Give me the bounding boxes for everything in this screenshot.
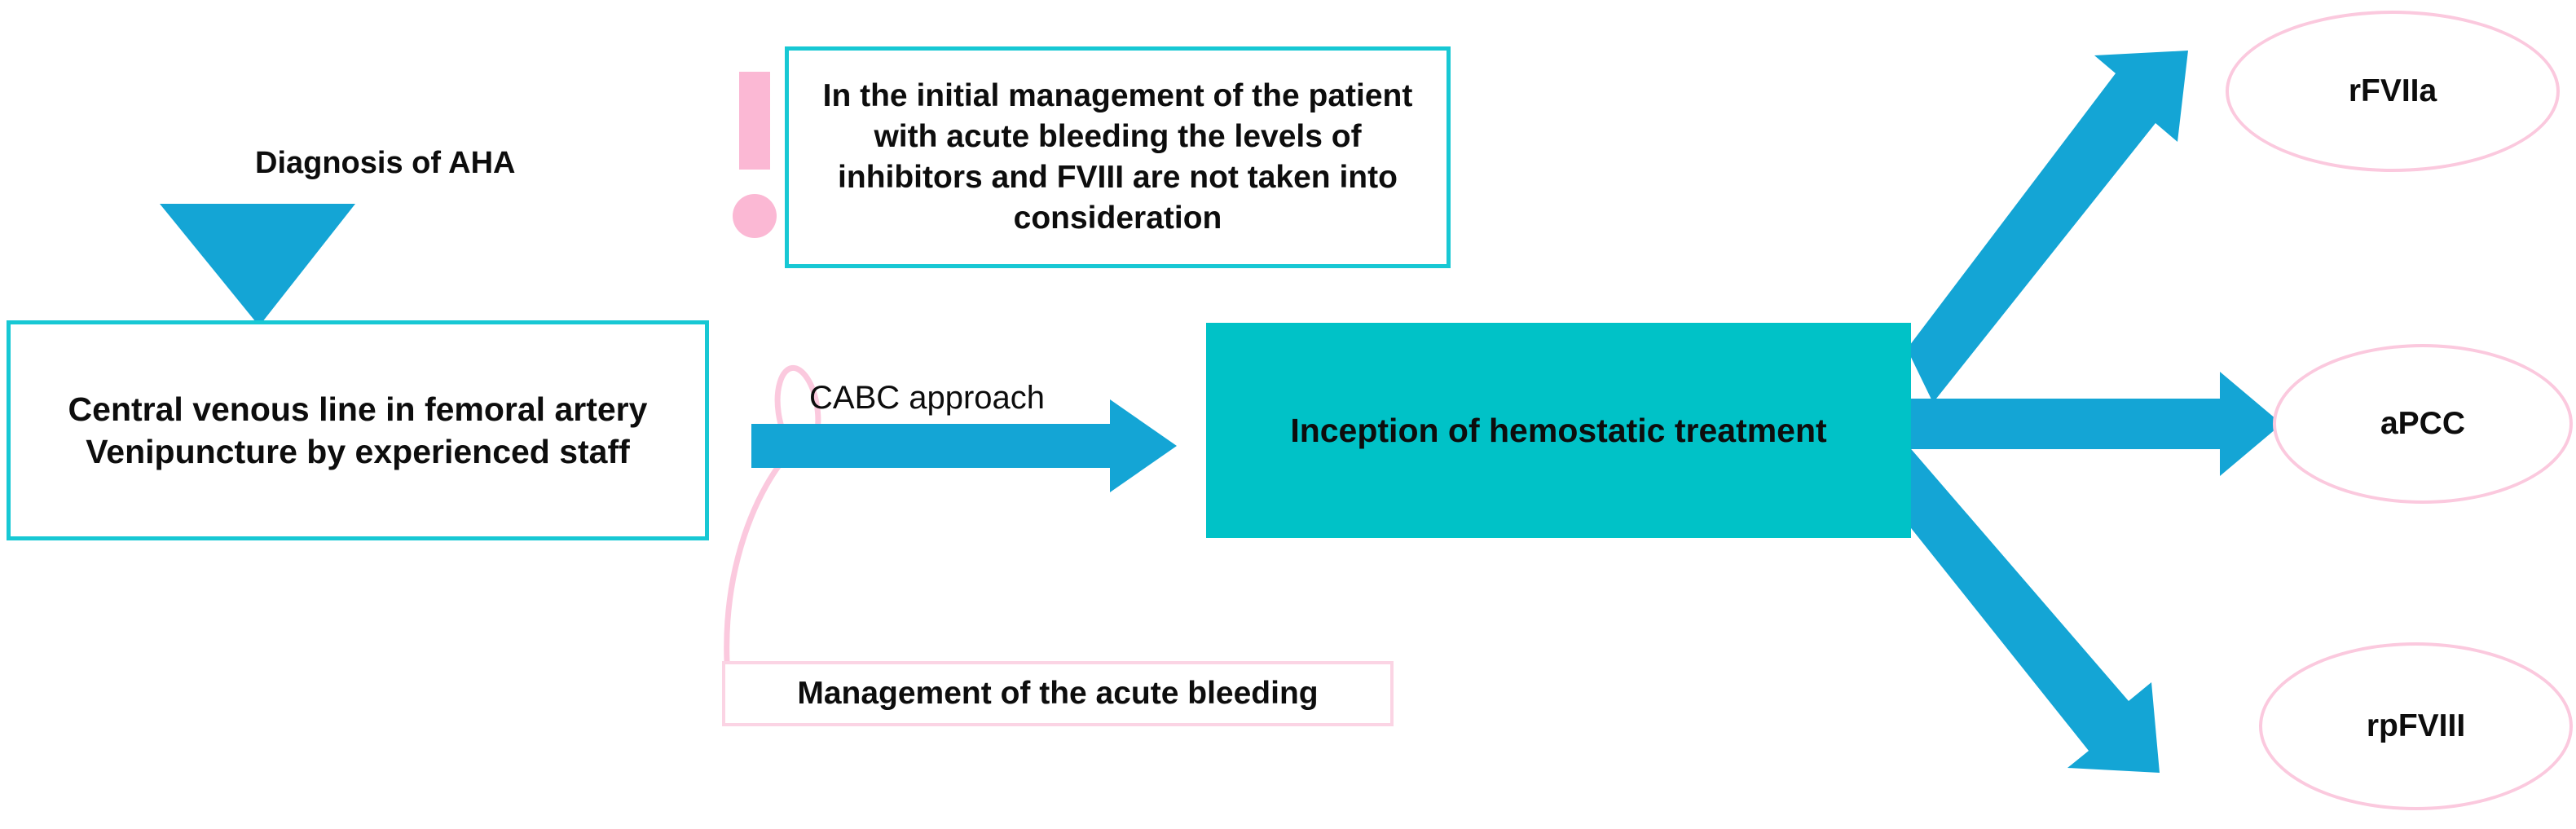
procedure-line-1: Central venous line in femoral artery <box>68 390 648 428</box>
pink-connector-curve <box>724 444 797 663</box>
procedure-box: Central venous line in femoral artery Ve… <box>7 320 709 540</box>
procedure-line-2: Venipuncture by experienced staff <box>86 433 630 470</box>
right-arrow-rfviia <box>1907 51 2188 403</box>
procedure-box-text: Central venous line in femoral artery Ve… <box>68 388 648 474</box>
right-arrow-rpfviii <box>1882 444 2160 773</box>
right-arrow-apcc <box>1907 372 2282 476</box>
down-triangle-icon <box>160 204 355 326</box>
outcome-ellipse-rfviia: rFVIIa <box>2226 11 2560 172</box>
acute-bleeding-management-box: Management of the acute bleeding <box>722 661 1394 726</box>
exclamation-icon-dot <box>733 194 777 238</box>
outcome-ellipse-apcc: aPCC <box>2273 344 2573 504</box>
cabc-approach-label: CABC approach <box>809 380 1046 416</box>
exclamation-icon-bar <box>739 72 770 129</box>
note-box: In the initial management of the patient… <box>785 46 1451 268</box>
exclamation-icon-stem <box>739 72 770 170</box>
diagnosis-label: Diagnosis of AHA <box>255 146 516 180</box>
outcome-ellipse-rpfviii: rpFVIII <box>2259 642 2573 810</box>
hemostatic-treatment-box: Inception of hemostatic treatment <box>1206 323 1911 538</box>
